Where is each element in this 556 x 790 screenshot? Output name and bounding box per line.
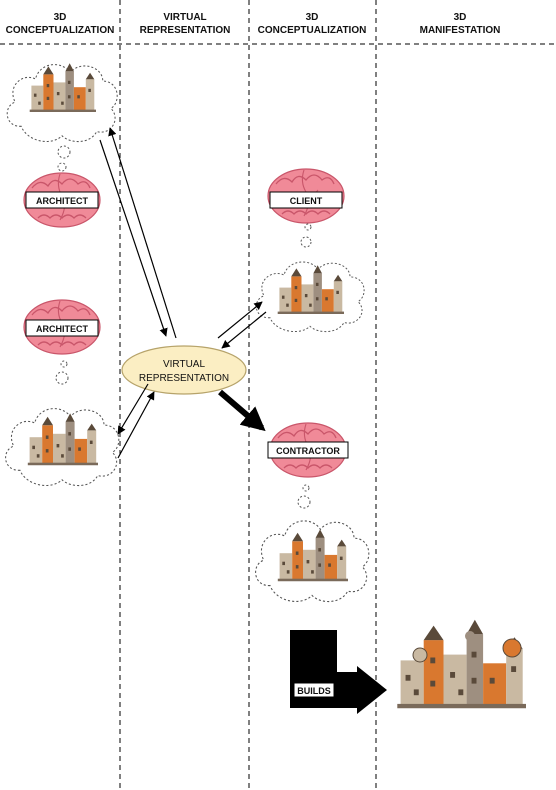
arrow-virtual-to-architect-cloud xyxy=(108,127,177,339)
arrow-virtual-to-client-cloud xyxy=(217,301,263,339)
manifested-buildings xyxy=(397,619,526,709)
arrow-client-cloud-to-virtual xyxy=(221,311,267,349)
brain-contractor: CONTRACTOR xyxy=(267,422,349,478)
header-2-line2: REPRESENTATION xyxy=(140,25,231,36)
thought-cloud-architect-2 xyxy=(5,360,120,487)
header-4-line2: MANIFESTATION xyxy=(420,25,501,36)
brain-label-client: CLIENT xyxy=(290,196,323,206)
header-1-line1: 3D xyxy=(54,12,67,23)
column-header-4: 3D MANIFESTATION xyxy=(420,12,501,36)
brain-client: CLIENT xyxy=(267,168,345,224)
arrows xyxy=(99,127,267,459)
thought-cloud-client xyxy=(255,223,365,333)
builds-arrow: BUILDS xyxy=(290,630,387,714)
brain-architect-2: ARCHITECT xyxy=(23,299,101,355)
column-header-2: VIRTUAL REPRESENTATION xyxy=(140,12,231,36)
column-header-3: 3D CONCEPTUALIZATION xyxy=(258,12,367,36)
arrow-architect-cloud-to-virtual xyxy=(99,139,168,337)
thought-cloud-contractor xyxy=(255,484,370,603)
header-1-line2: CONCEPTUALIZATION xyxy=(6,25,115,36)
header-3-line1: 3D xyxy=(306,12,319,23)
arrow-architect2-cloud-to-virtual xyxy=(117,391,155,459)
column-header-1: 3D CONCEPTUALIZATION xyxy=(6,12,115,36)
building-image xyxy=(397,619,526,709)
virtual-label-line2: REPRESENTATION xyxy=(139,373,229,384)
arrow-virtual-to-architect2-cloud xyxy=(117,383,149,435)
brain-label-contractor: CONTRACTOR xyxy=(276,446,340,456)
brain-label-architect-1: ARCHITECT xyxy=(36,196,88,206)
builds-label: BUILDS xyxy=(297,686,331,696)
thought-cloud-architect-1 xyxy=(6,63,118,172)
header-2-line1: VIRTUAL xyxy=(163,12,206,23)
arrow-virtual-to-contractor xyxy=(218,389,266,432)
virtual-representation-node: VIRTUAL REPRESENTATION xyxy=(121,345,247,395)
brain-architect-1: ARCHITECT xyxy=(23,172,101,228)
header-4-line1: 3D xyxy=(454,12,467,23)
header-3-line2: CONCEPTUALIZATION xyxy=(258,25,367,36)
brain-label-architect-2: ARCHITECT xyxy=(36,324,88,334)
virtual-label-line1: VIRTUAL xyxy=(163,359,205,370)
